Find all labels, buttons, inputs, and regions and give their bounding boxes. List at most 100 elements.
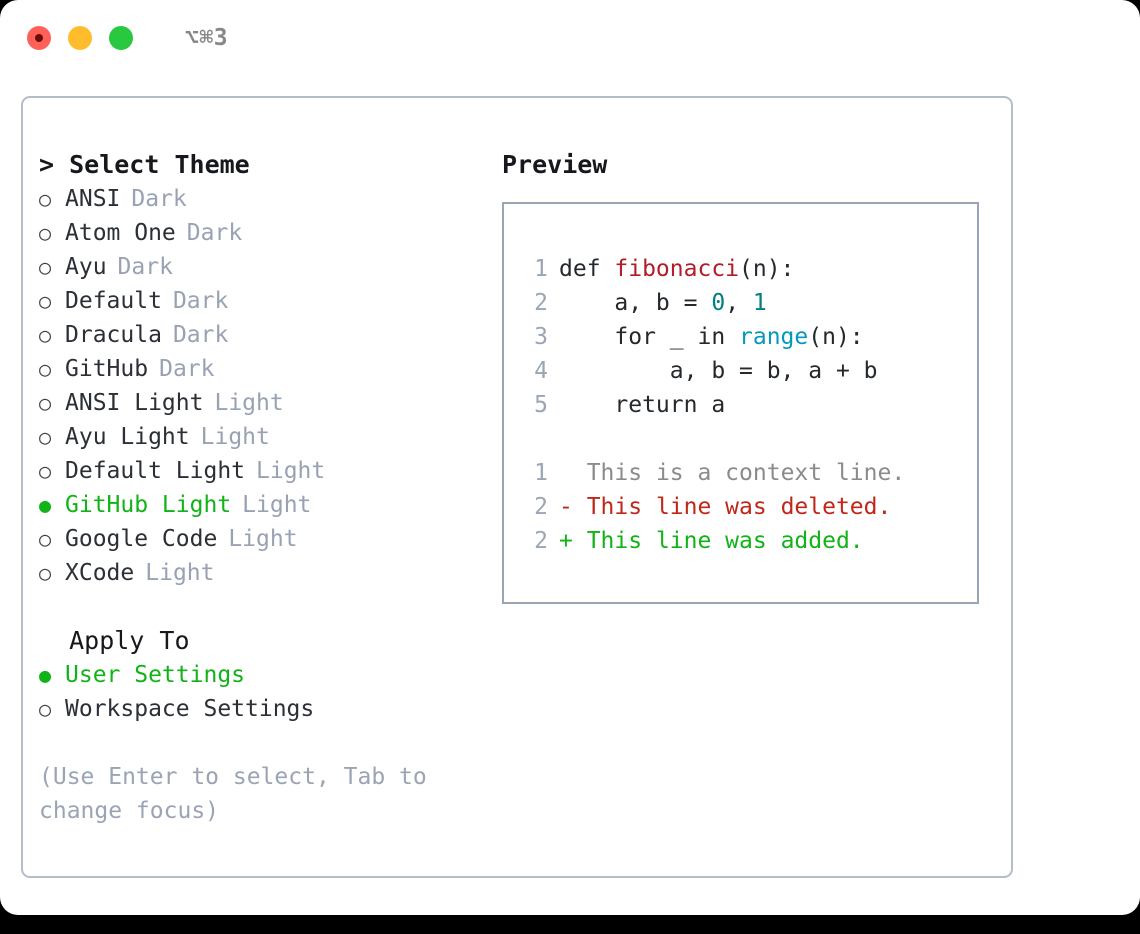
radio-unselected-icon: ○	[39, 561, 52, 585]
code-token-plain: ,	[725, 290, 753, 316]
theme-option-tag: Dark	[117, 254, 173, 280]
theme-option-label: ANSI	[65, 186, 121, 212]
code-line-number: 1	[534, 256, 548, 282]
diff-line-text: This line was added.	[586, 528, 864, 554]
code-line-number: 3	[534, 324, 548, 350]
title-bar: ⌥⌘3	[0, 0, 1140, 76]
apply-option-user-settings[interactable]: ● User Settings	[39, 658, 499, 692]
radio-unselected-icon: ○	[39, 289, 52, 313]
code-token-plain: (n):	[808, 324, 864, 350]
diff-line-text: This is a context line.	[586, 460, 906, 486]
radio-selected-icon: ●	[39, 493, 52, 517]
diff-line-number: 2	[534, 494, 548, 520]
diff-line: 1 This is a context line.	[522, 456, 977, 490]
theme-option-ansi[interactable]: ○ ANSI Dark	[39, 182, 499, 216]
code-line-number: 5	[534, 392, 548, 418]
select-theme-heading: > Select Theme	[39, 150, 250, 179]
apply-option-label: Workspace Settings	[65, 696, 315, 722]
radio-unselected-icon: ○	[39, 255, 52, 279]
code-line-text: return a	[559, 388, 725, 422]
diff-line-number: 1	[534, 460, 548, 486]
diff-line: 2+ This line was added.	[522, 524, 977, 558]
theme-option-atom-one[interactable]: ○ Atom One Dark	[39, 216, 499, 250]
keyboard-hint-text: (Use Enter to select, Tab to change focu…	[39, 764, 427, 824]
radio-unselected-icon: ○	[39, 221, 52, 245]
diff-line: 2- This line was deleted.	[522, 490, 977, 524]
theme-option-label: Default	[65, 288, 162, 314]
code-token-plain: return a	[559, 392, 726, 418]
code-token-plain: def	[559, 256, 615, 282]
theme-option-github-light[interactable]: ● GitHub Light Light	[39, 488, 499, 522]
minimize-window-icon[interactable]	[68, 26, 92, 50]
theme-option-label: GitHub Light	[65, 492, 232, 518]
code-token-plain: for _ in	[559, 324, 740, 350]
code-line-text: a, b = 0, 1	[559, 286, 767, 320]
code-token-plain: a, b =	[559, 290, 712, 316]
code-diff-spacer	[522, 422, 977, 456]
preview-heading: Preview	[502, 150, 608, 179]
code-line: 4 a, b = b, a + b	[522, 354, 977, 388]
theme-option-label: Ayu	[65, 254, 107, 280]
radio-unselected-icon: ○	[39, 357, 52, 381]
theme-option-tag: Dark	[172, 322, 229, 348]
code-line: 1 def fibonacci(n):	[522, 252, 977, 286]
code-line-number: 4	[534, 358, 548, 384]
theme-option-default[interactable]: ○ Default Dark	[39, 284, 499, 318]
theme-option-ayu[interactable]: ○ Ayu Dark	[39, 250, 499, 284]
apply-to-list[interactable]: ● User Settings ○ Workspace Settings	[39, 658, 499, 726]
window-controls	[27, 26, 133, 50]
radio-selected-icon: ●	[39, 663, 52, 687]
theme-option-google-code[interactable]: ○ Google Code Light	[39, 522, 499, 556]
theme-option-dracula[interactable]: ○ Dracula Dark	[39, 318, 499, 352]
code-token-plain: (n):	[739, 256, 795, 282]
theme-option-tag: Light	[228, 526, 298, 552]
keyboard-shortcut-label: ⌥⌘3	[185, 25, 229, 51]
radio-unselected-icon: ○	[39, 459, 52, 483]
theme-option-tag: Dark	[131, 186, 187, 212]
code-token-num: 1	[752, 290, 767, 316]
theme-option-xcode[interactable]: ○ XCode Light	[39, 556, 499, 590]
apply-option-label: User Settings	[65, 662, 246, 688]
theme-option-tag: Dark	[186, 220, 243, 246]
code-token-fn: fibonacci	[614, 256, 740, 282]
code-token-call: range	[739, 324, 809, 350]
code-line-text: def fibonacci(n):	[559, 252, 794, 286]
radio-unselected-icon: ○	[39, 187, 52, 211]
radio-unselected-icon: ○	[39, 527, 52, 551]
radio-unselected-icon: ○	[39, 697, 52, 721]
maximize-window-icon[interactable]	[109, 26, 133, 50]
theme-option-label: XCode	[65, 560, 135, 586]
theme-option-label: Google Code	[65, 526, 218, 552]
theme-option-tag: Light	[256, 458, 326, 484]
theme-option-label: Atom One	[65, 220, 176, 246]
theme-option-label: Dracula	[65, 322, 162, 348]
theme-option-tag: Light	[145, 560, 215, 586]
diff-sample: 1 This is a context line.2- This line wa…	[522, 456, 977, 558]
theme-option-tag: Dark	[172, 288, 229, 314]
code-line: 5 return a	[522, 388, 977, 422]
apply-to-heading: Apply To	[39, 626, 190, 655]
close-window-icon[interactable]	[27, 26, 51, 50]
code-line: 2 a, b = 0, 1	[522, 286, 977, 320]
theme-option-tag: Dark	[159, 356, 215, 382]
theme-option-tag: Light	[242, 492, 312, 518]
code-line-text: for _ in range(n):	[559, 320, 864, 354]
code-line-number: 2	[534, 290, 548, 316]
diff-marker	[559, 456, 587, 490]
theme-option-label: ANSI Light	[65, 390, 204, 416]
radio-unselected-icon: ○	[39, 391, 52, 415]
apply-option-workspace-settings[interactable]: ○ Workspace Settings	[39, 692, 499, 726]
code-line: 3 for _ in range(n):	[522, 320, 977, 354]
radio-unselected-icon: ○	[39, 323, 52, 347]
diff-marker: -	[559, 494, 587, 520]
